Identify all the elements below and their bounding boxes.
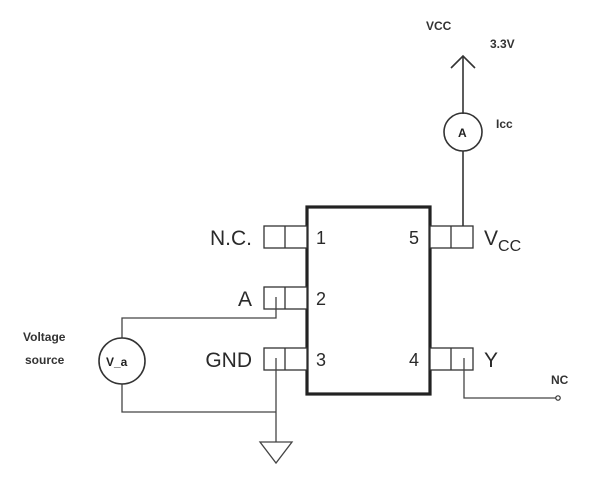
pin-3-name: GND: [205, 349, 252, 372]
pin-5-name-main: V: [484, 227, 498, 250]
pin-3-number: 3: [316, 350, 326, 370]
ground-icon: [258, 441, 294, 465]
pin-5-name-subscript: CC: [498, 238, 521, 255]
vcc-net-label: VCC: [426, 19, 452, 33]
pin-5-number: 5: [409, 228, 419, 248]
voltage-source: V_a: [98, 337, 146, 385]
pin-2-name: A: [238, 288, 252, 311]
ammeter: A: [443, 112, 483, 152]
source-wire-top: [121, 297, 277, 338]
pin-2-number: 2: [316, 289, 326, 309]
pin-3-pad: [263, 347, 308, 371]
ammeter-symbol: A: [458, 126, 467, 140]
source-wire-bottom: [121, 384, 276, 413]
output-terminal-icon: [555, 395, 561, 401]
supply-voltage-label: 3.3V: [490, 37, 515, 51]
vcc-arrow: [450, 54, 476, 76]
voltage-source-label-line2: source: [25, 353, 65, 367]
output-wire: [463, 358, 556, 399]
output-nc-label: NC: [551, 373, 569, 387]
voltage-source-symbol: V_a: [106, 355, 128, 369]
pin-4-number: 4: [409, 350, 419, 370]
chip-body: [305, 205, 432, 396]
pin-1-number: 1: [316, 228, 326, 248]
voltage-source-label-line1: Voltage: [23, 330, 66, 344]
pin-4-name: Y: [484, 349, 498, 372]
pin-1-pad: [263, 225, 308, 249]
pin-1-name: N.C.: [210, 227, 252, 250]
pin-4-pad: [429, 347, 474, 371]
pin-2-pad: [263, 286, 308, 310]
pin-5-pad: [429, 225, 474, 249]
pin-5-name: VCC: [484, 227, 521, 255]
current-label: Icc: [496, 117, 513, 131]
